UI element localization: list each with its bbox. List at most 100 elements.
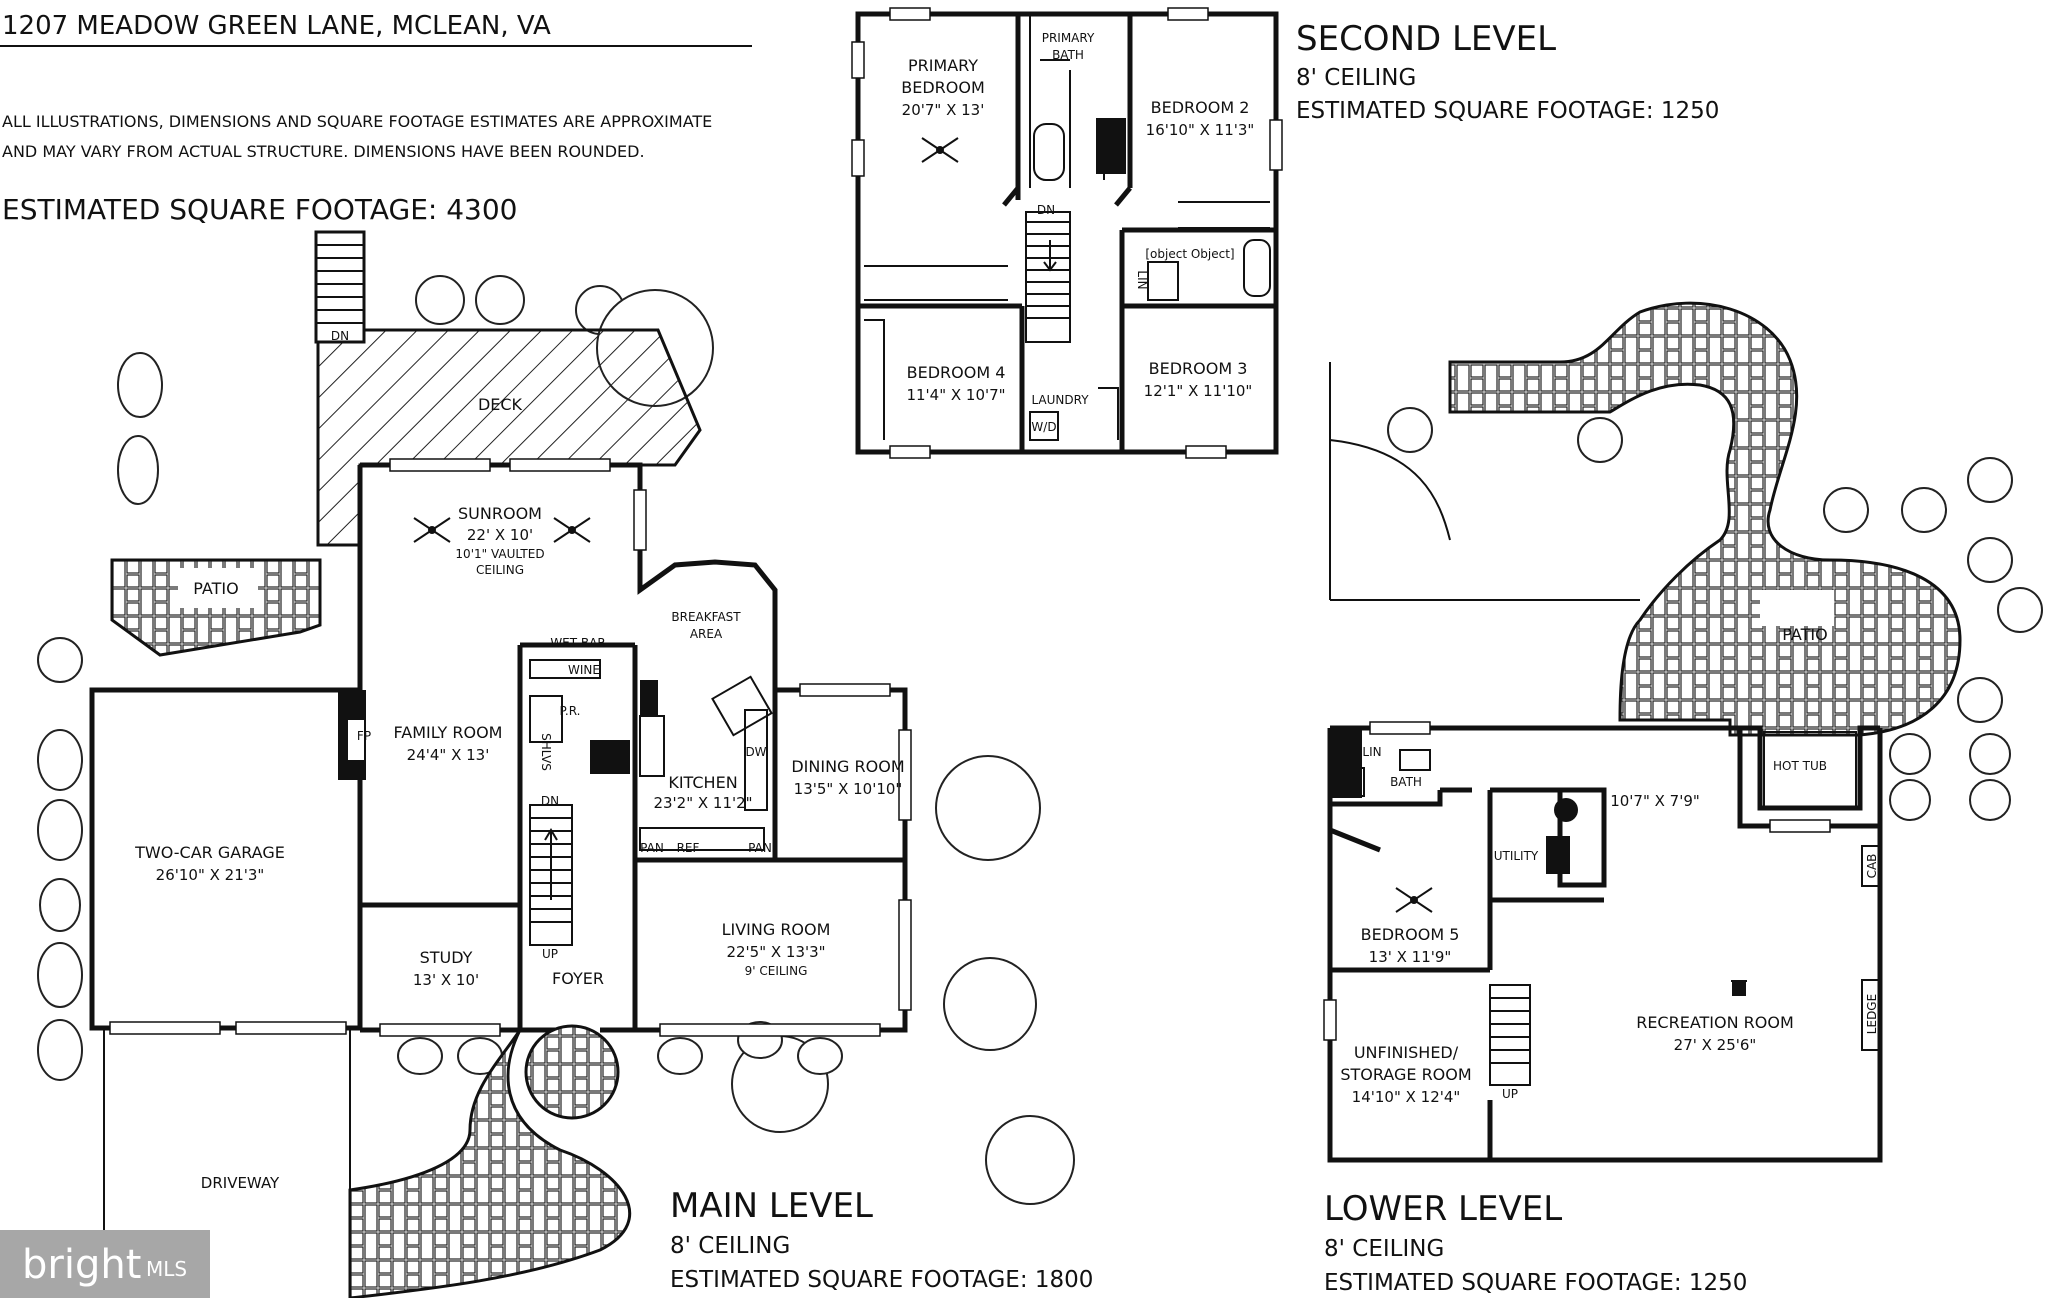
shelves-label: SHLVS <box>539 733 553 771</box>
bedroom-3-dims: 12'1" X 11'10" <box>1144 382 1253 400</box>
main-stair <box>529 804 573 946</box>
property-lines <box>1329 362 1640 601</box>
primary-bath-label-2: BATH <box>1052 48 1084 62</box>
water-heater <box>1554 798 1578 822</box>
front-stoop <box>524 1024 620 1120</box>
window <box>898 899 912 1011</box>
lower-interior-walls <box>1329 787 1604 973</box>
dining-living-walls <box>632 690 908 1033</box>
second-hall-walls <box>858 188 1276 452</box>
study-walls <box>357 902 523 1033</box>
sunroom-note-2: CEILING <box>476 563 524 577</box>
driveway-edges <box>103 1028 351 1230</box>
lower-stair-up-label: UP <box>1502 1087 1518 1101</box>
main-level-sqft: ESTIMATED SQUARE FOOTAGE: 1800 <box>670 1267 1093 1293</box>
second-lin-label: LIN <box>1135 270 1149 289</box>
window <box>851 41 865 79</box>
wet-bar-counter <box>529 659 601 679</box>
second-level-title: SECOND LEVEL <box>1296 19 1556 59</box>
window <box>1185 445 1227 459</box>
deck-stair <box>314 230 366 344</box>
lower-column <box>1732 980 1746 996</box>
window <box>1769 819 1831 833</box>
main-level-title: MAIN LEVEL <box>670 1186 873 1226</box>
dishwasher-label: DW <box>745 745 766 759</box>
kitchen-dims: 23'2" X 11'2" <box>653 794 752 812</box>
cabinet-label: CAB <box>1865 854 1879 879</box>
powder-room-label: P.R. <box>560 704 581 718</box>
main-stair-arrow <box>544 828 558 900</box>
storage-label-2: STORAGE ROOM <box>1340 1065 1471 1084</box>
total-square-footage: ESTIMATED SQUARE FOOTAGE: 4300 <box>2 193 517 226</box>
washer-dryer <box>1029 411 1059 441</box>
window <box>898 729 912 821</box>
garage-label: TWO-CAR GARAGE <box>134 843 285 862</box>
window <box>1167 7 1209 21</box>
garage-walls <box>89 687 363 1031</box>
lower-stair <box>1489 984 1531 1086</box>
cooktop <box>640 680 658 716</box>
range <box>639 715 665 777</box>
window <box>889 445 931 459</box>
dining-room-label: DINING ROOM <box>791 757 904 776</box>
bedroom-2-dims: 16'10" X 11'3" <box>1146 121 1255 139</box>
ceiling-fan-icon <box>1395 887 1433 913</box>
family-room-dims: 24'4" X 13' <box>407 746 490 764</box>
second-stair <box>1025 211 1071 343</box>
primary-bath-shower <box>1096 118 1126 174</box>
lower-shower <box>1335 767 1365 797</box>
lower-level-plan: PATIO HOT TUB LIN BATH UTILITY 10'7" X 7… <box>1323 301 2043 1163</box>
bright-mls-watermark: bright MLS <box>0 1230 210 1298</box>
sunroom-dims: 22' X 10' <box>467 526 533 544</box>
laundry-label: LAUNDRY <box>1031 393 1089 407</box>
ceiling-fan-icon <box>921 137 959 163</box>
living-room-label: LIVING ROOM <box>722 920 831 939</box>
hot-tub-label: HOT TUB <box>1773 759 1827 773</box>
bedroom-4-label: BEDROOM 4 <box>907 363 1006 382</box>
sunroom-label: SUNROOM <box>458 504 542 523</box>
window <box>379 1023 501 1037</box>
core-walls <box>517 642 638 1033</box>
lower-wall-block <box>1330 728 1362 798</box>
primary-bedroom-label-1: PRIMARY <box>908 56 978 75</box>
header: 1207 MEADOW GREEN LANE, MCLEAN, VA ALL I… <box>0 11 752 226</box>
breakfast-label-1: BREAKFAST <box>671 610 741 624</box>
furnace <box>1546 836 1570 874</box>
window <box>1269 119 1283 171</box>
pantry-label-1: PAN <box>640 841 664 855</box>
watermark-brand: bright <box>22 1242 141 1288</box>
main-level-ceiling: 8' CEILING <box>670 1233 790 1259</box>
window <box>799 683 891 697</box>
pantry-fridge-row <box>639 827 765 851</box>
stair-dn-label: DN <box>541 794 559 808</box>
window <box>509 458 611 472</box>
garage-dims: 26'10" X 21'3" <box>156 866 265 884</box>
lower-room-dims: 10'7" X 7'9" <box>1610 792 1700 810</box>
utility-label: UTILITY <box>1494 849 1539 863</box>
shrub-icons <box>37 275 1075 1205</box>
wet-bar-label: WET BAR <box>550 636 605 650</box>
living-room-note: 9' CEILING <box>745 964 808 978</box>
main-level-plan: DECK PATIO SUNROOM 22' X 10' 10'1" VAULT… <box>37 230 1075 1298</box>
second-level-outline <box>855 11 1279 455</box>
window <box>1323 999 1337 1041</box>
shrub-icons <box>1387 407 2043 821</box>
lower-level-ceiling: 8' CEILING <box>1324 1236 1444 1262</box>
second-bath-label: [object Object] <box>1145 247 1234 261</box>
kitchen-label: KITCHEN <box>668 773 737 792</box>
stair-up-label: UP <box>542 947 558 961</box>
storage-label-1: UNFINISHED/ <box>1354 1043 1459 1062</box>
window <box>633 489 647 551</box>
deck-label: DECK <box>478 395 523 414</box>
bedroom-5-label: BEDROOM 5 <box>1361 925 1460 944</box>
watermark-suffix: MLS <box>146 1257 187 1281</box>
utility-walls <box>1490 787 1607 888</box>
lower-patio-label: PATIO <box>1782 625 1827 644</box>
study-label: STUDY <box>420 948 473 967</box>
window <box>235 1021 347 1035</box>
tree-icon <box>943 957 1037 1051</box>
second-level-plan: PRIMARY BEDROOM 20'7" X 13' PRIMARY BATH… <box>851 7 1283 459</box>
primary-bath-tub <box>1033 123 1065 181</box>
fridge-label: REF <box>677 841 700 855</box>
front-walk <box>348 1029 632 1298</box>
